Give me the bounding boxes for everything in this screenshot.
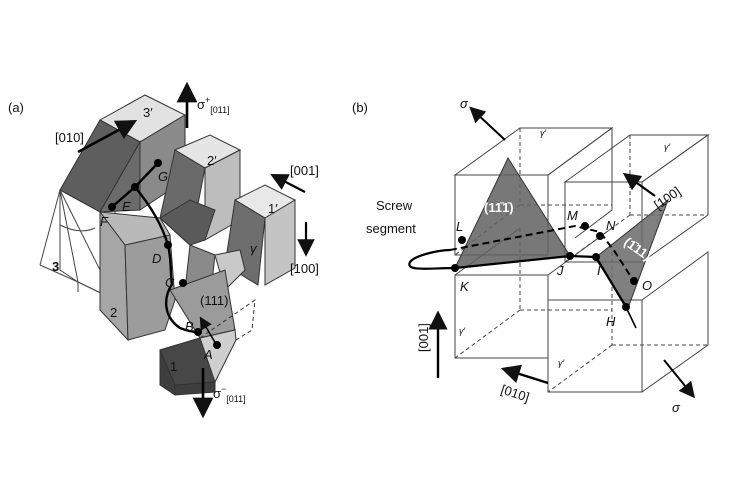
point-J: J: [556, 263, 564, 278]
block-2: [98, 210, 246, 342]
sigma-top: σ: [460, 96, 469, 111]
point-N: N: [606, 218, 616, 233]
point-O: O: [642, 278, 652, 293]
screw-label-2: segment: [366, 221, 416, 236]
gamma-prime-1: γ′: [540, 128, 547, 138]
dir-100-a: [100]: [290, 261, 319, 276]
dir-001-b: [001]: [416, 323, 431, 352]
plane-label-111: (111): [200, 293, 228, 308]
block-label-3p: 3′: [143, 105, 153, 120]
gamma-prime-2: γ′: [664, 142, 671, 152]
plane-label-left: (11̄1̄): [484, 200, 514, 215]
panel-b: (b): [352, 96, 710, 415]
dir-100-b: [100]: [651, 184, 683, 213]
panel-a: (a): [8, 81, 319, 419]
point-C: C: [165, 275, 175, 290]
point-L: L: [456, 219, 463, 234]
point-M: M: [567, 208, 578, 223]
dir-010-b: [010]: [499, 382, 531, 405]
dislocation-line-b: [408, 248, 456, 270]
arrow-010-a: [77, 120, 138, 154]
burgers-arrow: [199, 316, 217, 345]
points-a: [108, 159, 221, 349]
dir-010-a: [010]: [55, 130, 84, 145]
panel-a-tag: (a): [8, 100, 24, 115]
sigma-minus-label: σ−[011]: [213, 384, 246, 404]
sigma-bottom: σ: [672, 400, 681, 415]
point-F: F: [100, 214, 109, 229]
gamma-prime-3: γ′: [459, 326, 466, 336]
arrow-100-b: [622, 172, 656, 197]
dislocation-line-b-solid: [454, 254, 627, 308]
point-E: E: [122, 199, 131, 214]
block-label-3: 3: [52, 259, 59, 274]
dashed-plane-outline: [199, 298, 256, 341]
point-H: H: [606, 314, 616, 329]
point-K: K: [460, 279, 470, 294]
point-G: G: [158, 169, 168, 184]
block-label-2p: 2′: [207, 153, 217, 168]
block-label-1p: 1′: [268, 201, 278, 216]
point-I: I: [597, 263, 601, 278]
dir-001-a: [001]: [290, 163, 319, 178]
arrow-sigma-bottom: [663, 359, 696, 399]
points-b: [451, 222, 638, 311]
gamma-prime-4: γ′: [558, 358, 565, 368]
arrow-010-b: [500, 364, 549, 385]
point-D: D: [152, 251, 161, 266]
point-A: A: [203, 347, 213, 362]
sigma-plus-label: σ+[011]: [197, 95, 230, 115]
point-B: B: [185, 319, 194, 334]
dislocation-line-b-dashed: [449, 224, 636, 284]
screw-label-1: Screw: [376, 198, 413, 213]
block-label-gamma: γ: [250, 241, 258, 256]
block-label-2: 2: [110, 305, 117, 320]
block-label-1: 1: [170, 359, 177, 374]
arrow-sigma-top: [469, 106, 506, 141]
slip-plane-right: [594, 198, 670, 310]
block-2-prime: [159, 134, 242, 246]
arrow-001-a: [270, 173, 306, 193]
panel-b-tag: (b): [352, 100, 368, 115]
